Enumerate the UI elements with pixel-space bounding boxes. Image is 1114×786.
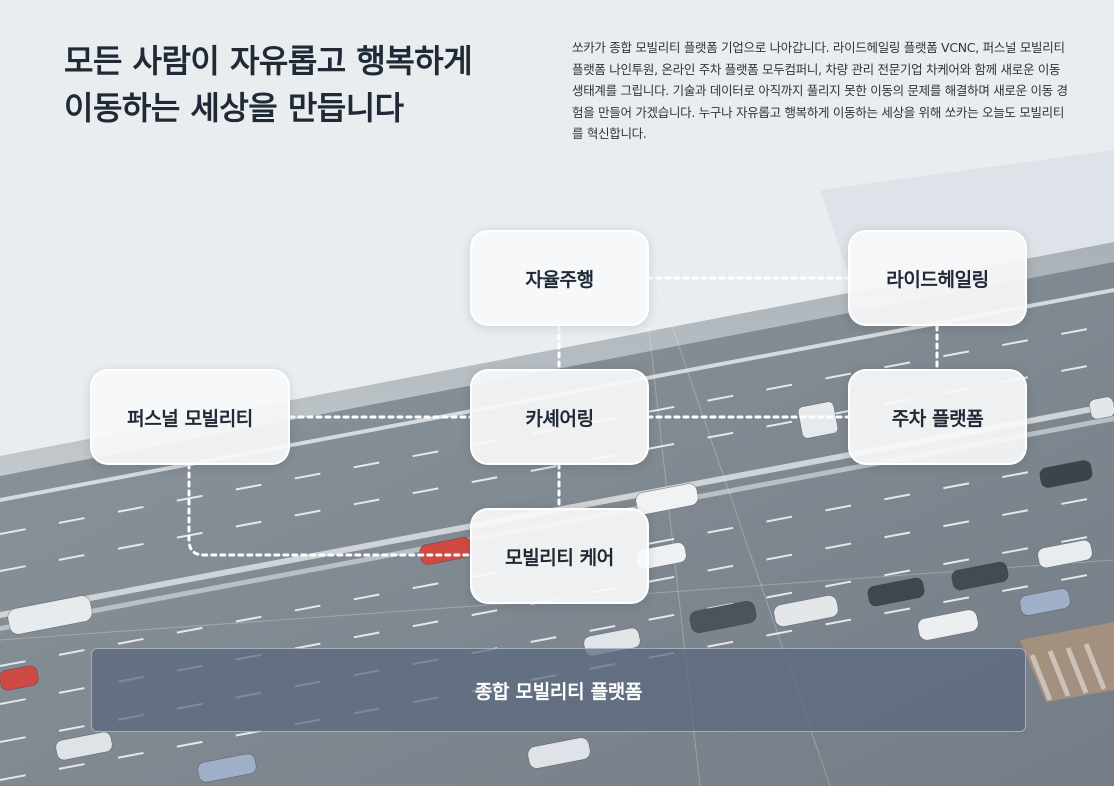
node-personal-mobility-label: 퍼스널 모빌리티 — [127, 407, 253, 430]
platform-bar[interactable]: 종합 모빌리티 플랫폼 — [91, 648, 1026, 732]
connector-personal-care — [187, 462, 473, 557]
node-parking-platform-label: 주차 플랫폼 — [891, 407, 984, 430]
node-car-sharing[interactable]: 카셰어링 — [470, 369, 649, 465]
node-personal-mobility[interactable]: 퍼스널 모빌리티 — [90, 369, 290, 465]
node-mobility-care[interactable]: 모빌리티 케어 — [470, 508, 649, 604]
node-ride-hailing[interactable]: 라이드헤일링 — [848, 230, 1027, 326]
node-parking-platform[interactable]: 주차 플랫폼 — [848, 369, 1027, 465]
node-autonomous-driving-label: 자율주행 — [525, 268, 594, 291]
node-ride-hailing-label: 라이드헤일링 — [886, 268, 989, 291]
hero-description: 쏘카가 종합 모빌리티 플랫폼 기업으로 나아갑니다. 라이드헤일링 플랫폼 V… — [572, 40, 1068, 141]
node-car-sharing-label: 카셰어링 — [525, 407, 594, 430]
hero-headline-line2: 이동하는 세상을 만듭니다 — [64, 89, 404, 127]
node-autonomous-driving[interactable]: 자율주행 — [470, 230, 649, 326]
platform-bar-label: 종합 모빌리티 플랫폼 — [474, 680, 643, 703]
node-mobility-care-label: 모빌리티 케어 — [505, 546, 614, 569]
hero-headline-line1: 모든 사람이 자유롭고 행복하게 — [64, 42, 473, 80]
